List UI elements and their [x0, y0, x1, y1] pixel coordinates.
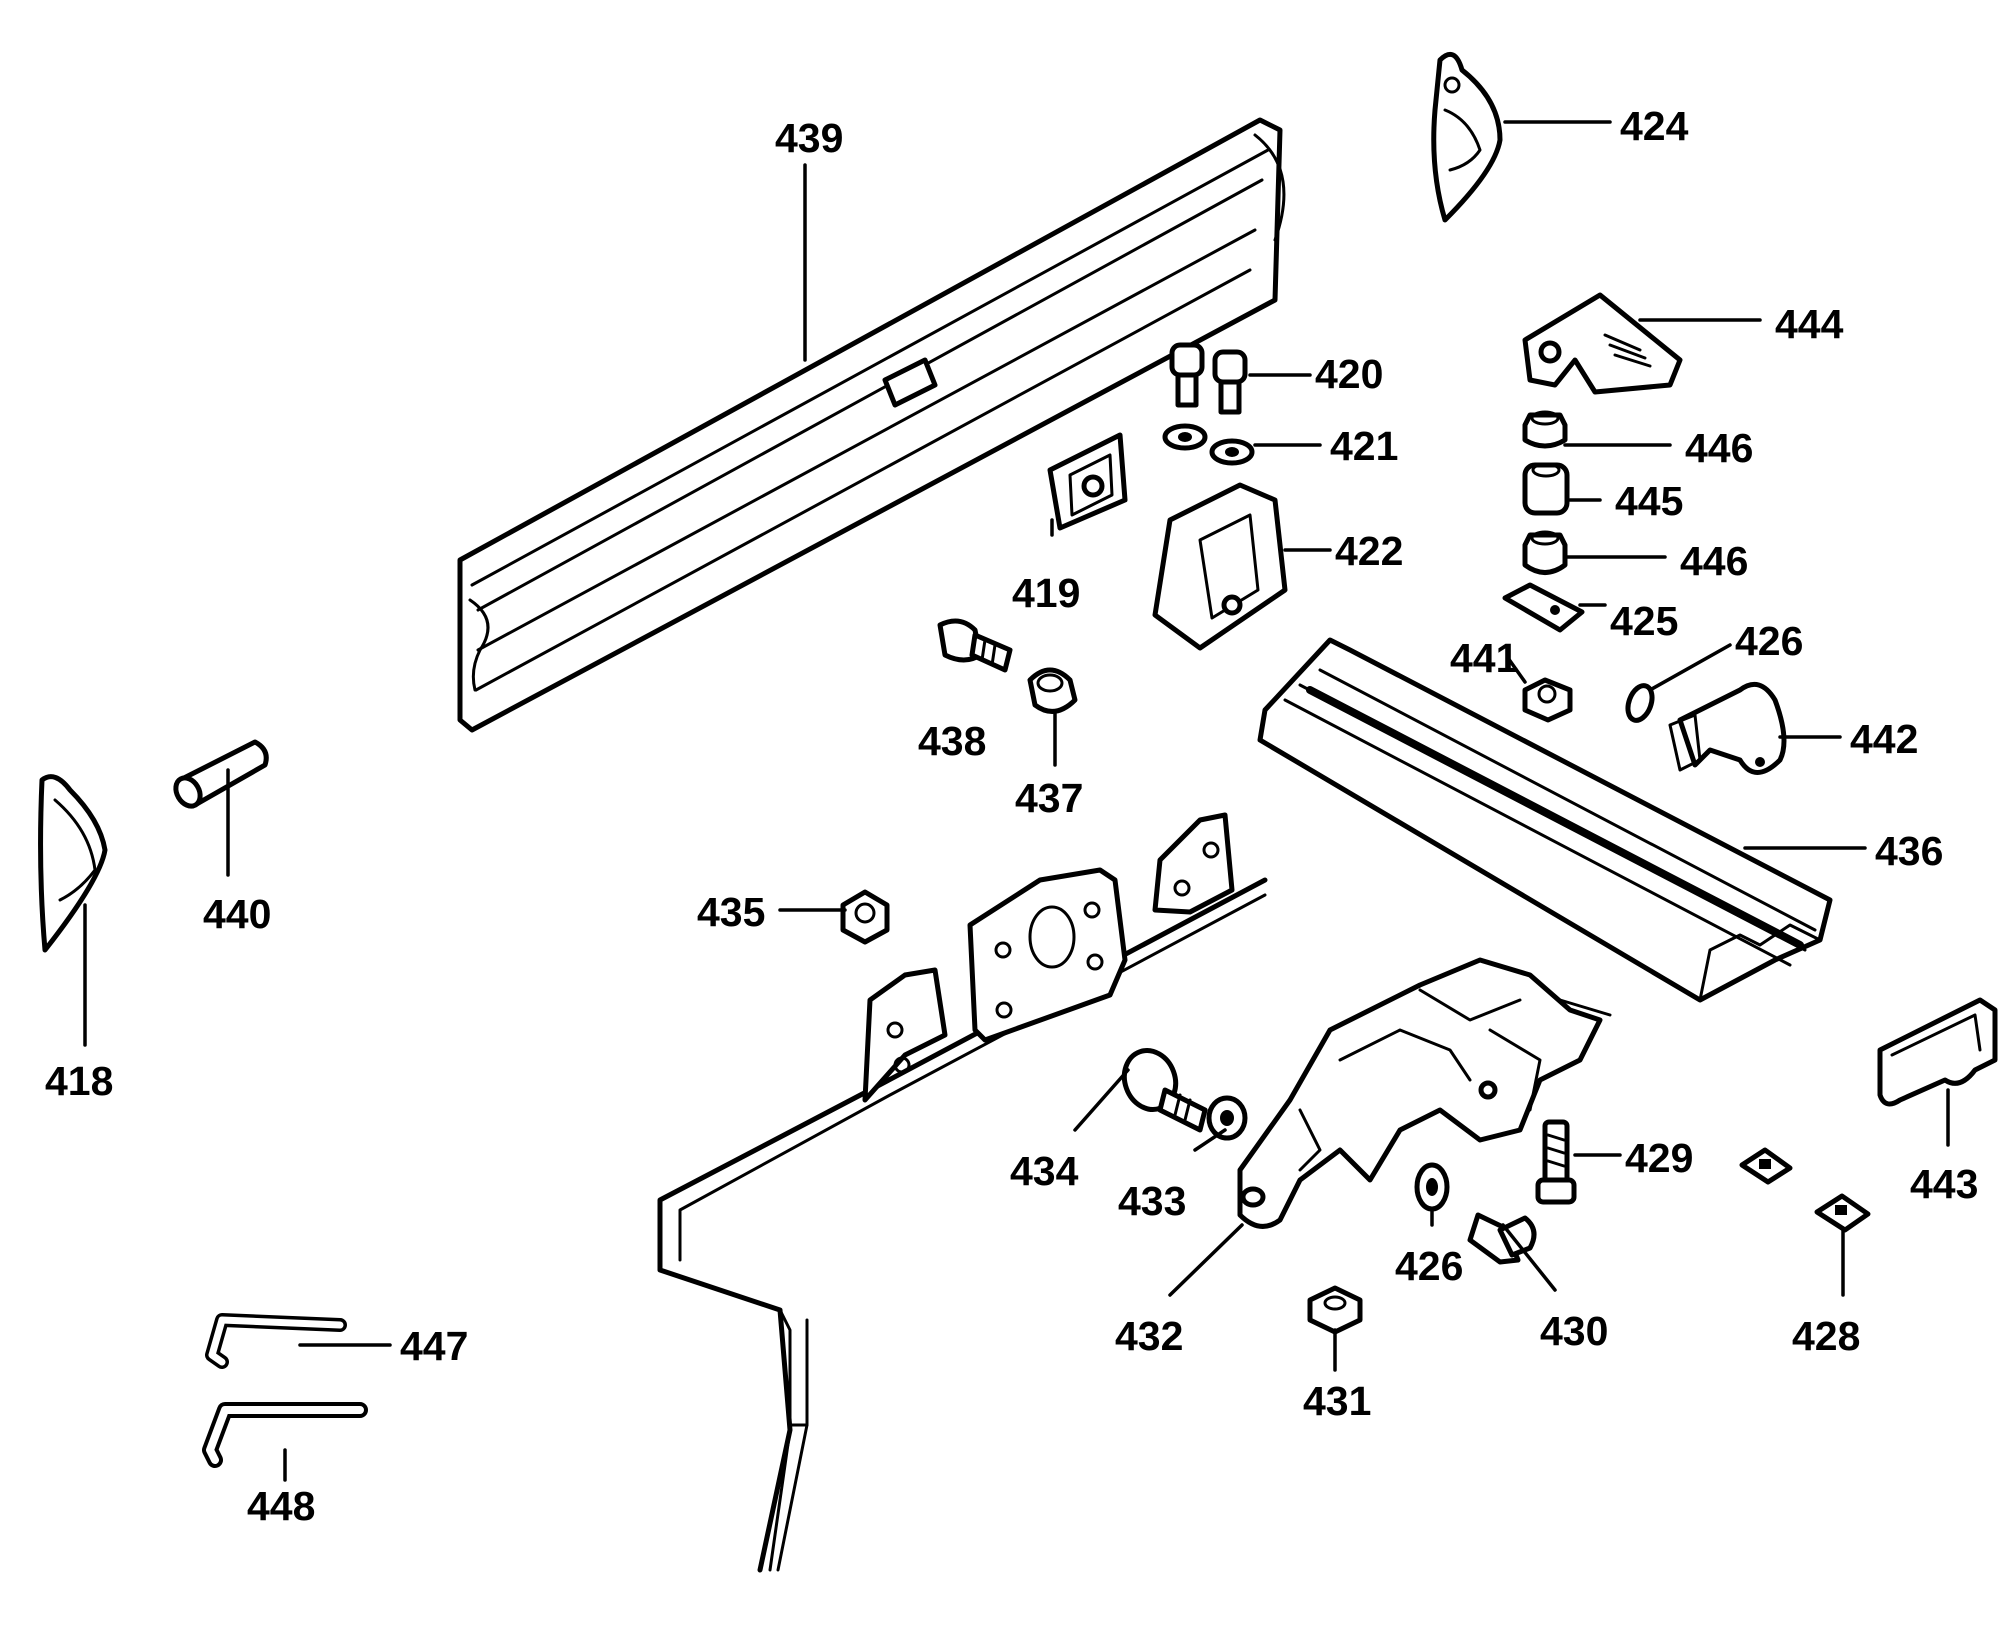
lever-cap-part — [1522, 292, 1683, 395]
bolts-pair-part — [1169, 342, 1248, 415]
nut-431-part — [1307, 1285, 1363, 1335]
label-444: 444 — [1775, 301, 1844, 347]
label-419: 419 — [1012, 570, 1080, 616]
square-nut-a-part — [1739, 1147, 1793, 1185]
label-428: 428 — [1792, 1313, 1860, 1359]
label-425: 425 — [1610, 598, 1678, 644]
square-nut-428-part — [1814, 1193, 1871, 1233]
label-441: 441 — [1450, 635, 1518, 681]
label-422: 422 — [1335, 528, 1403, 574]
saw-table-edge — [657, 877, 1268, 1573]
label-436: 436 — [1875, 828, 1943, 874]
end-cap-top-part — [1431, 51, 1503, 223]
mounting-bracket-right — [1152, 812, 1235, 915]
label-420: 420 — [1315, 351, 1383, 397]
label-443: 443 — [1910, 1161, 1978, 1207]
label-429: 429 — [1625, 1135, 1693, 1181]
mounting-bracket-large — [967, 867, 1128, 1043]
fence-rail-part — [457, 117, 1286, 733]
slide-rail-part — [1257, 637, 1833, 1003]
bolt-438-part — [937, 618, 1013, 673]
lock-handle-part — [1668, 681, 1787, 775]
label-446a: 446 — [1685, 425, 1753, 471]
label-433: 433 — [1118, 1178, 1186, 1224]
screw-429-part — [1535, 1119, 1577, 1205]
part-labels: 439 424 444 420 421 446 445 422 446 425 … — [45, 103, 1978, 1529]
label-440: 440 — [203, 891, 271, 937]
square-nut-part — [1502, 582, 1585, 633]
clamp-housing-part — [1152, 482, 1288, 651]
washers-pair-part — [1162, 423, 1255, 466]
end-pad-part — [1877, 997, 1998, 1107]
label-421: 421 — [1330, 423, 1398, 469]
label-442: 442 — [1850, 716, 1918, 762]
small-nut-part — [1522, 677, 1573, 723]
bushing-upper-part — [1522, 410, 1568, 449]
spacer-tube-part — [1522, 462, 1570, 516]
pin-part — [173, 739, 269, 809]
washer-433-part — [1206, 1095, 1248, 1141]
bolt-430-part — [1467, 1212, 1537, 1265]
sliding-carriage-part — [1237, 957, 1612, 1229]
label-437: 437 — [1015, 775, 1083, 821]
label-446b: 446 — [1680, 538, 1748, 584]
washer-upper-part — [1625, 683, 1655, 723]
label-435: 435 — [697, 889, 765, 935]
bushing-lower-part — [1522, 530, 1568, 575]
label-438: 438 — [918, 718, 986, 764]
knob-bolt-part — [1121, 1048, 1208, 1133]
bracket-plate-part — [1047, 432, 1128, 531]
label-447: 447 — [400, 1323, 468, 1369]
end-cap-left-part — [38, 774, 108, 953]
hex-key-large-part — [202, 1402, 368, 1468]
label-432: 432 — [1115, 1313, 1183, 1359]
label-431: 431 — [1303, 1378, 1371, 1424]
label-424: 424 — [1620, 103, 1689, 149]
nut-435-part — [840, 889, 890, 945]
label-426a: 426 — [1735, 618, 1803, 664]
hex-key-small-part — [205, 1313, 347, 1369]
label-434: 434 — [1010, 1148, 1079, 1194]
label-439: 439 — [775, 115, 843, 161]
bushing-437-part — [1027, 667, 1078, 714]
label-448: 448 — [247, 1483, 315, 1529]
label-426b: 426 — [1395, 1243, 1463, 1289]
label-445: 445 — [1615, 478, 1683, 524]
mounting-bracket-left — [862, 967, 948, 1103]
washer-lower-part — [1414, 1162, 1450, 1212]
label-418: 418 — [45, 1058, 113, 1104]
leader-lines — [83, 120, 1950, 1482]
label-430: 430 — [1540, 1308, 1608, 1354]
